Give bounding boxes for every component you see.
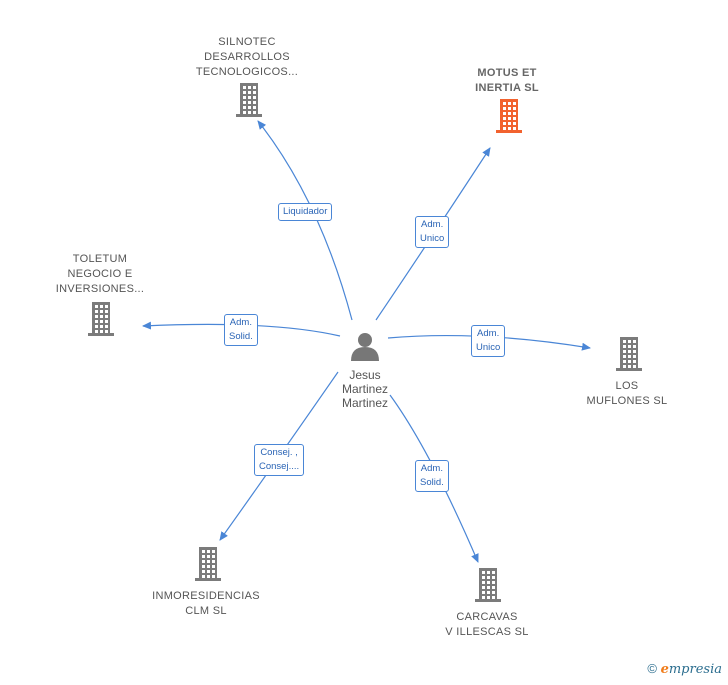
building-icon-carcavas[interactable] [475,568,501,602]
role-label-toletum[interactable]: Adm. Solid. [224,314,258,346]
role-label-silnotec[interactable]: Liquidador [278,203,333,221]
company-name-carcavas[interactable]: CARCAVAS V ILLESCAS SL [445,611,529,638]
building-icon-muflones[interactable] [616,337,642,371]
copyright-notice: © empresia [647,661,722,677]
role-label-muflones[interactable]: Adm. Unico [471,325,506,357]
company-name-muflones[interactable]: LOS MUFLONES SL [586,380,668,407]
building-icon-motus[interactable] [496,99,522,133]
company-name-inmoresidencias[interactable]: INMORESIDENCIAS CLM SL [152,590,260,617]
person-name[interactable]: Jesus Martinez Martinez [341,368,388,410]
company-name-motus[interactable]: MOTUS ET INERTIA SL [475,67,539,94]
building-icon-silnotec[interactable] [236,83,262,117]
role-label-carcavas[interactable]: Adm. Solid. [415,460,449,492]
company-name-toletum[interactable]: TOLETUM NEGOCIO E INVERSIONES... [55,253,145,295]
empresia-logo[interactable]: empresia [660,662,722,677]
copyright-symbol: © [647,661,657,676]
company-name-silnotec[interactable]: SILNOTEC DESARROLLOS TECNOLOGICOS... [195,36,299,78]
building-icon-inmoresidencias[interactable] [195,547,221,581]
building-icon-toletum[interactable] [88,302,114,336]
person-icon[interactable] [351,333,379,361]
role-label-inmoresidencias[interactable]: Consej. , Consej.... [254,444,305,476]
role-label-motus[interactable]: Adm. Unico [415,216,450,248]
